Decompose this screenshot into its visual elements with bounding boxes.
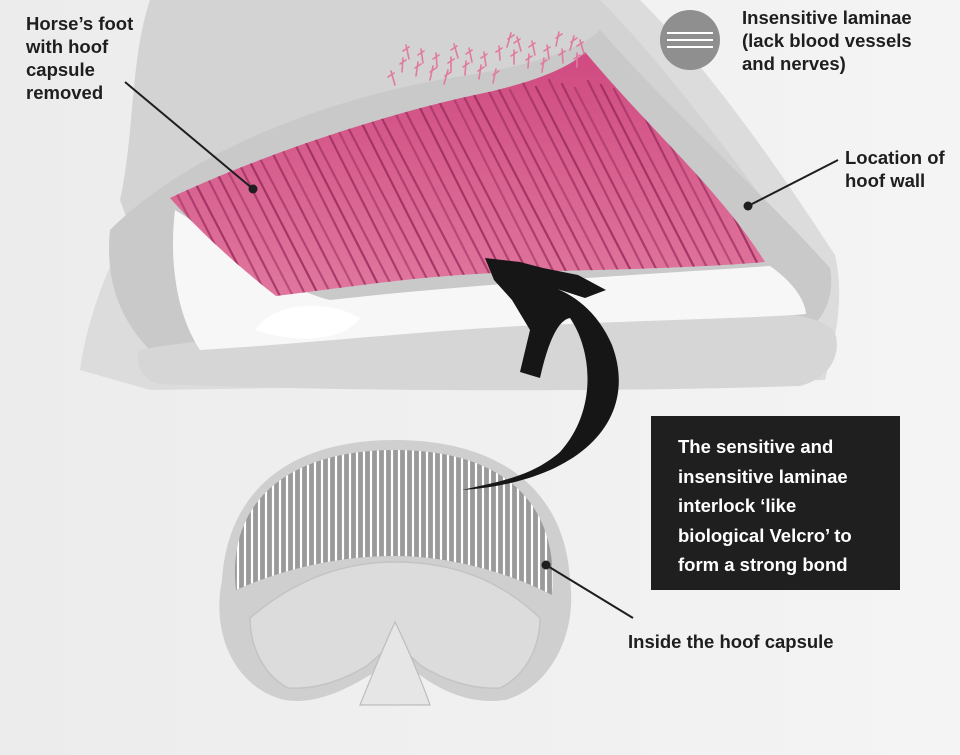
inside-capsule-label: Inside the hoof capsule [628,630,928,653]
wall-leader-dot [744,202,753,211]
foot-leader-dot [249,185,258,194]
velcro-callout-text: The sensitive and insensitive laminae in… [678,432,886,580]
insensitive-laminae-label: Insensitive laminae (lack blood vessels … [742,6,957,75]
insensitive-laminae-swatch-icon [660,10,720,70]
hoof-wall-label: Location of hoof wall [845,146,957,192]
capsule-leader-dot [542,561,551,570]
velcro-callout-box: The sensitive and insensitive laminae in… [651,416,900,590]
foot-label: Horse’s foot with hoof capsule removed [26,12,216,104]
